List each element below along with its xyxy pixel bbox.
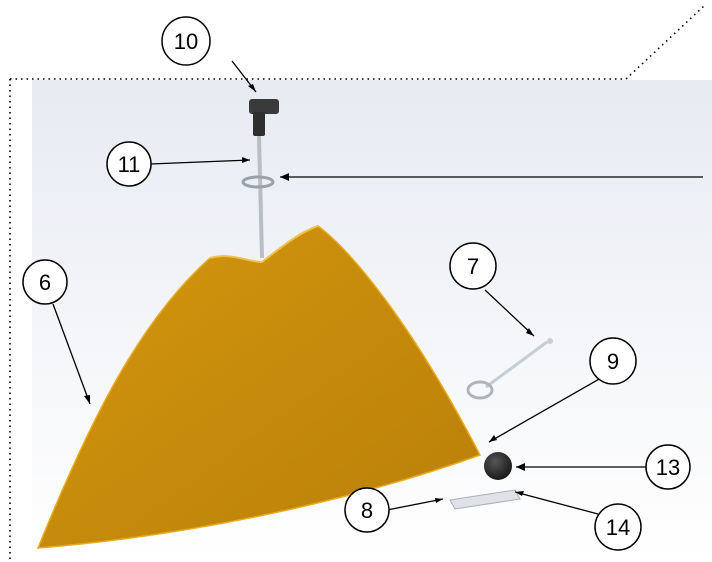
leader-lines bbox=[52, 60, 703, 515]
callout-13: 13 bbox=[645, 444, 691, 490]
svg-text:8: 8 bbox=[361, 498, 373, 523]
callout-14: 14 bbox=[594, 503, 642, 551]
callout-11: 11 bbox=[106, 141, 152, 187]
eye-pin-part bbox=[466, 338, 553, 400]
callout-7: 7 bbox=[449, 242, 497, 290]
svg-text:9: 9 bbox=[607, 349, 619, 374]
t-handle-part bbox=[249, 99, 279, 136]
rod-part bbox=[257, 135, 264, 259]
washer-part bbox=[241, 175, 275, 189]
plate-part bbox=[449, 489, 521, 510]
svg-text:7: 7 bbox=[467, 254, 479, 279]
callout-10: 10 bbox=[161, 16, 211, 66]
svg-text:14: 14 bbox=[606, 515, 630, 540]
callout-9: 9 bbox=[589, 337, 637, 385]
svg-text:13: 13 bbox=[656, 455, 680, 480]
callout-6: 6 bbox=[22, 259, 68, 305]
svg-text:10: 10 bbox=[174, 29, 198, 54]
knob-part bbox=[484, 452, 512, 480]
arrowheads bbox=[84, 84, 534, 503]
svg-text:11: 11 bbox=[118, 152, 141, 177]
fin-part bbox=[36, 225, 482, 549]
svg-text:6: 6 bbox=[39, 270, 51, 295]
fin-top-edge bbox=[209, 225, 319, 264]
callout-8: 8 bbox=[344, 487, 390, 533]
dotted-detail-frame bbox=[9, 4, 706, 562]
